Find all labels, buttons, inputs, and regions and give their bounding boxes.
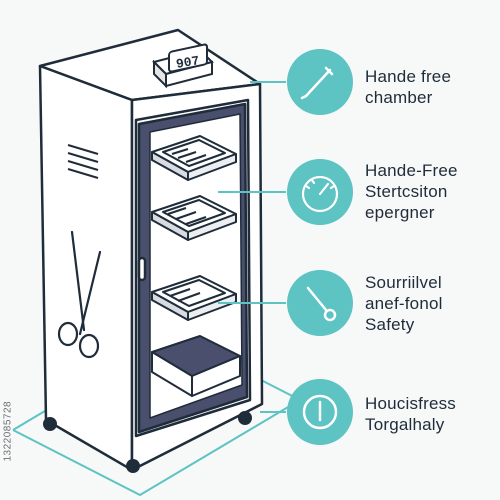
connector-lines [218, 81, 286, 413]
callout-1 [287, 49, 353, 115]
callout-4 [287, 379, 353, 445]
callout-2-line-1: Hande-Free [365, 161, 458, 180]
gauge-icon [301, 175, 339, 213]
callout-1-line-2: chamber [365, 88, 433, 107]
callout-label-4: Houcisfress Torgalhaly [365, 393, 495, 435]
tray-middle [151, 195, 237, 241]
cabinet-left-side [38, 64, 134, 472]
wheel-back-left [43, 417, 57, 431]
scissors-icon [57, 230, 102, 359]
interior [149, 113, 243, 419]
callout-label-3: Sourriilvel anef-fonol Safety [365, 272, 495, 335]
callout-3-line-3: Safety [365, 315, 415, 334]
callout-2 [287, 159, 353, 225]
stock-id-text: 1322085728 [2, 400, 14, 462]
wheel-front-left [126, 459, 140, 473]
callout-2-line-2: Stertcsiton [365, 182, 448, 201]
callout-2-line-3: epergner [365, 203, 435, 222]
wheels [43, 411, 252, 473]
callout-3-line-2: anef-fonol [365, 294, 443, 313]
tray-lower [151, 275, 237, 321]
callout-label-2: Hande-Free Stertcsiton epergner [365, 160, 495, 223]
wheel-front-right [238, 411, 252, 425]
side-vents [67, 144, 99, 179]
control-display: 907 [152, 43, 214, 89]
callout-4-line-1: Houcisfress [365, 394, 457, 413]
tray-top [151, 135, 237, 181]
probe-icon [306, 286, 337, 322]
display-reading: 907 [175, 53, 201, 72]
callout-label-1: Hande free chamber [365, 66, 495, 108]
door-handle [137, 256, 147, 282]
pen-icon [300, 66, 334, 100]
callout-4-line-2: Torgalhaly [365, 415, 445, 434]
callout-3 [287, 270, 353, 336]
callout-1-line-1: Hande free [365, 67, 452, 86]
power-icon [302, 394, 338, 430]
tray-shelves [151, 135, 241, 397]
callout-3-line-1: Sourriilvel [365, 273, 442, 292]
